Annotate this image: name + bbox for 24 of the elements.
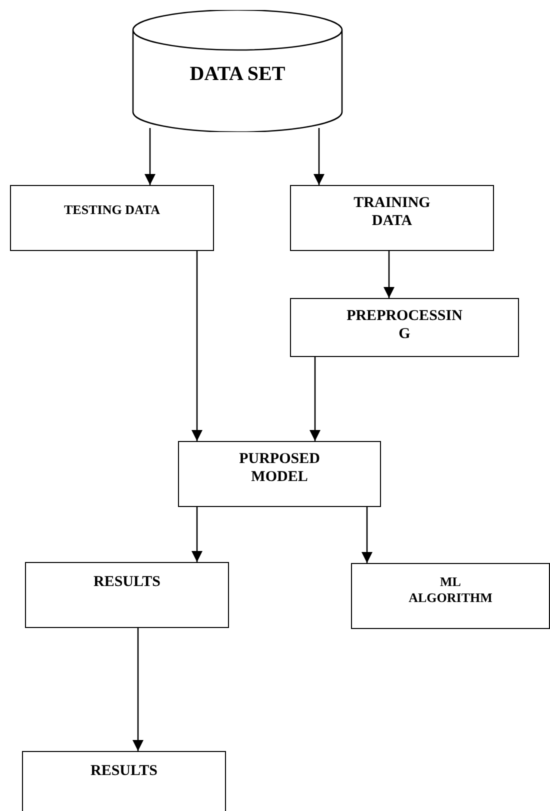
arrow [144, 128, 156, 185]
process-box [178, 441, 381, 507]
node-label: PURPOSED MODEL [238, 450, 321, 486]
node-label: TRAINING DATA [352, 194, 432, 230]
node-label: RESULTS [90, 762, 158, 780]
process-box [351, 563, 550, 629]
arrow [384, 251, 394, 298]
process-box [290, 298, 519, 357]
process-box [22, 751, 226, 811]
arrow [192, 507, 202, 562]
arrow [192, 251, 202, 441]
arrow [314, 128, 324, 185]
node-label: ML ALGORITHM [408, 574, 494, 606]
process-box [10, 185, 214, 251]
database-cylinder [132, 10, 343, 132]
node-label: RESULTS [94, 573, 160, 591]
node-label: DATA SET [190, 62, 286, 86]
process-box [290, 185, 494, 251]
node-label: PREPROCESSIN G [346, 307, 464, 343]
process-box [25, 562, 229, 628]
arrow [132, 628, 144, 751]
arrow [362, 507, 372, 563]
arrow [310, 357, 320, 441]
node-label: TESTING DATA [64, 202, 160, 218]
